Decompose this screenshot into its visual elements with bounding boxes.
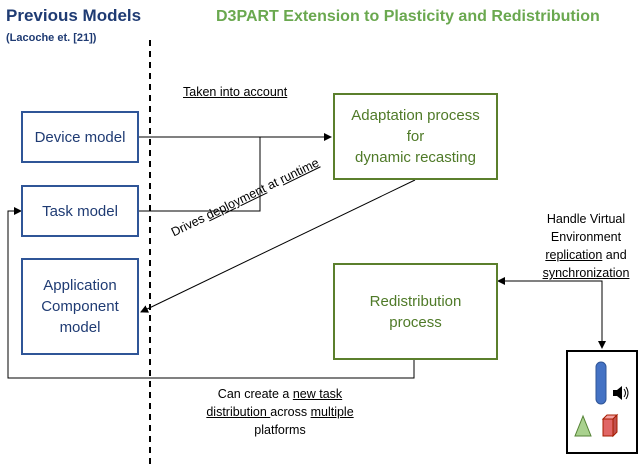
taken-into-account-label: Taken into account	[183, 85, 288, 99]
application-component-model-box: Application Component model	[21, 258, 139, 355]
app-line-2: Component	[41, 298, 119, 315]
capsule-object	[595, 361, 607, 405]
adapt-line-3: dynamic recasting	[355, 149, 476, 166]
adapt-line-2: for	[406, 128, 425, 145]
app-line-3: model	[59, 319, 101, 336]
platform-display-box	[566, 350, 638, 454]
device-model-label: Device model	[34, 128, 126, 146]
adapt-line-1: Adaptation process	[351, 107, 480, 124]
redist-line-2: process	[389, 313, 442, 331]
handle-virtual-environment-label: Handle Virtual Environment replication a…	[542, 212, 630, 280]
task-model-box: Task model	[21, 185, 139, 237]
drives-deployment-arrow	[140, 179, 416, 313]
device-model-box: Device model	[21, 111, 139, 163]
speaker-icon	[613, 386, 629, 400]
d3part-title: D3PART Extension to Plasticity and Redis…	[216, 8, 600, 25]
adaptation-process-box: Adaptation process for dynamic recasting	[333, 93, 498, 180]
new-task-distribution-label: Can create a new task distribution acros…	[206, 387, 354, 437]
redistribution-platform-arrow	[497, 277, 606, 349]
task-to-adaptation-line	[139, 137, 261, 212]
redistribution-to-task-arrow	[7, 207, 415, 379]
redistribution-process-box: Redistribution process	[333, 263, 498, 360]
task-model-label: Task model	[42, 202, 118, 220]
redist-line-1: Redistribution	[369, 292, 462, 310]
previous-models-title: Previous Models	[6, 6, 142, 25]
previous-models-citation: (Lacoche et. [21])	[6, 32, 97, 44]
cube-object	[601, 413, 619, 438]
app-line-1: Application	[43, 277, 117, 294]
cone-object	[574, 414, 592, 437]
